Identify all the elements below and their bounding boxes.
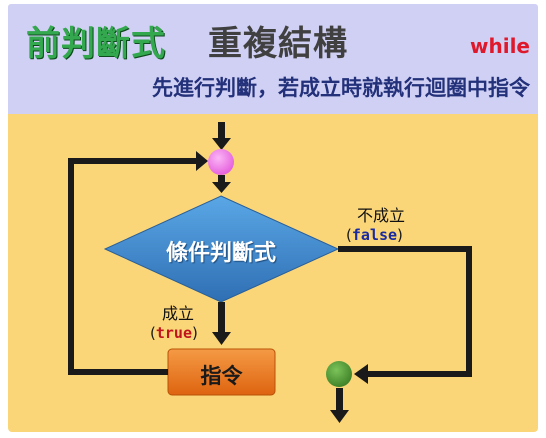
true-code-wrap: (true) — [150, 324, 198, 342]
false-paren-close: ) — [397, 226, 403, 244]
arrow-true — [212, 302, 231, 345]
merge-node — [208, 149, 234, 175]
true-paren-open: ( — [150, 324, 156, 342]
header-band — [8, 4, 538, 120]
title-pretest: 前判斷式 — [26, 24, 166, 64]
action-text: 指令 — [200, 364, 243, 388]
loop-back-line — [68, 151, 208, 375]
true-label: 成立 — [162, 304, 195, 323]
false-path-line — [338, 246, 472, 384]
true-paren-close: ) — [191, 324, 198, 342]
exit-arrow — [330, 388, 349, 423]
true-code: true — [155, 324, 192, 342]
keyword-label: while — [470, 34, 530, 58]
false-paren-open: ( — [346, 226, 352, 244]
false-code-wrap: (false) — [346, 226, 403, 244]
false-code: false — [351, 226, 398, 244]
condition-text: 條件判斷式 — [165, 241, 276, 266]
title-loop-structure: 重複結構 — [208, 24, 348, 64]
subtitle: 先進行判斷，若成立時就執行迴圈中指令 — [152, 76, 530, 100]
exit-node — [326, 361, 352, 387]
arrow-to-condition — [212, 175, 231, 193]
false-label: 不成立 — [357, 206, 406, 225]
entry-arrow — [212, 122, 231, 150]
